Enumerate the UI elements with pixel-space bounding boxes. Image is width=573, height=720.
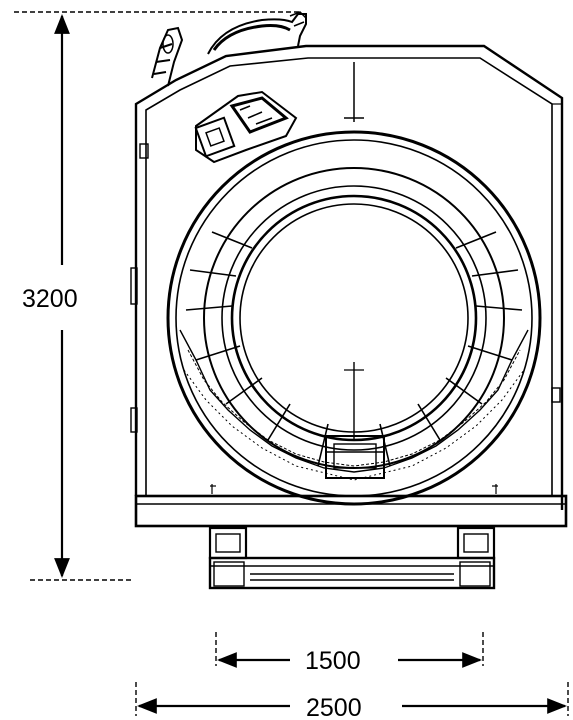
top-mechanism <box>151 11 307 87</box>
base-plate <box>134 494 568 528</box>
drum-lower-packing <box>179 329 529 481</box>
outer-casing <box>134 44 564 510</box>
overall-width-label: 2500 <box>306 694 362 720</box>
machine-drawing <box>130 11 568 590</box>
control-box <box>194 90 298 164</box>
overall-width-dimension: 2500 <box>135 682 569 720</box>
height-dimension: 3200 <box>14 11 300 581</box>
drum <box>166 130 542 506</box>
inner-width-dimension: 1500 <box>215 632 484 675</box>
inner-casing <box>145 57 553 496</box>
height-label: 3200 <box>22 285 78 313</box>
inner-width-label: 1500 <box>305 647 361 675</box>
discharge-box <box>325 435 385 479</box>
undercarriage <box>208 526 496 590</box>
